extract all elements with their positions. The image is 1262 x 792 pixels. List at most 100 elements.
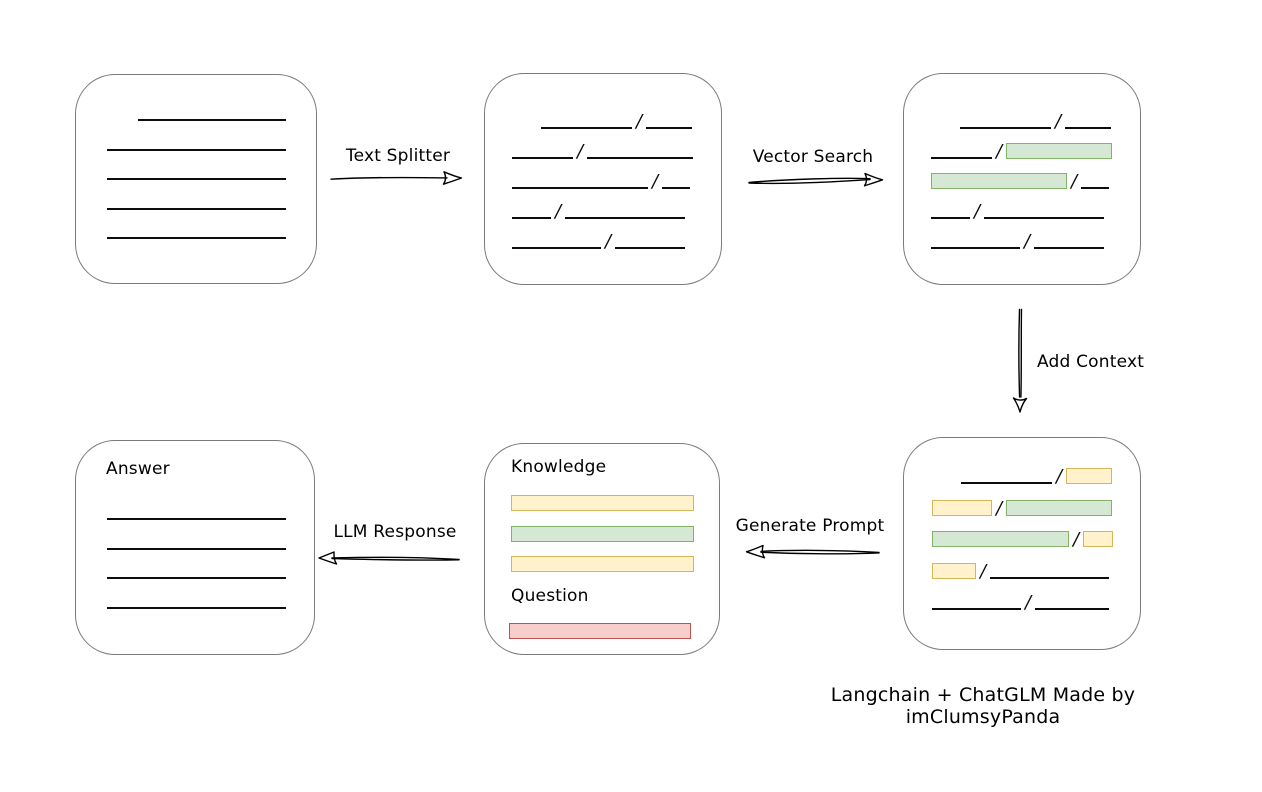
chunk-row: / <box>932 560 1140 582</box>
text-line <box>107 547 286 550</box>
chunk-row <box>107 207 316 210</box>
text-line <box>932 608 1021 610</box>
text-line <box>990 576 1110 579</box>
text-line <box>984 217 1105 219</box>
slash-separator: / <box>996 497 1003 519</box>
knowledge-bars <box>511 494 719 572</box>
slash-separator: / <box>577 141 584 162</box>
green-chunk <box>931 173 1067 189</box>
text-line <box>107 178 286 180</box>
llm-response-left-arrow-icon <box>318 551 460 565</box>
context-chunk-lines: / / / / / <box>904 438 1140 613</box>
red-chunk <box>509 622 691 639</box>
vector-search-right-arrow-icon <box>748 172 884 187</box>
chunk-row <box>107 577 314 579</box>
slash-separator: / <box>636 111 643 132</box>
chunk-row <box>107 547 314 550</box>
text-line <box>662 187 691 189</box>
chunk-row: / <box>512 231 721 252</box>
vector-matches-box: ///// <box>903 73 1141 285</box>
document-lines <box>76 75 316 239</box>
text-line <box>1034 247 1105 249</box>
text-line <box>1065 127 1112 129</box>
slash-separator: / <box>996 141 1003 162</box>
text-line <box>512 187 648 189</box>
chunk-lines: / / / / / <box>485 74 721 252</box>
retrieved-chunk-lines: ///// <box>904 74 1140 252</box>
slash-separator: / <box>555 201 562 222</box>
answer-box: Answer <box>75 440 315 655</box>
yellow-chunk <box>1083 531 1114 547</box>
answer-lines <box>76 479 314 609</box>
yellow-chunk <box>932 562 976 579</box>
chunk-row: / <box>960 111 1140 132</box>
slash-separator: / <box>1055 111 1062 132</box>
slash-separator: / <box>1056 466 1063 487</box>
text-line <box>565 217 686 219</box>
text-line <box>1035 608 1110 610</box>
green-chunk <box>511 525 694 542</box>
chunk-row <box>138 119 316 121</box>
text-line <box>960 127 1051 129</box>
text-line <box>107 148 286 151</box>
yellow-chunk <box>1066 468 1113 484</box>
text-line <box>931 247 1020 249</box>
text-line <box>961 482 1052 484</box>
slash-separator: / <box>1073 529 1080 550</box>
chunk-row: / <box>541 111 721 132</box>
source-document-box <box>75 74 317 284</box>
chunk-row: / <box>512 141 721 162</box>
text-line <box>138 119 286 121</box>
text-line <box>512 217 551 219</box>
green-chunk <box>1006 499 1113 516</box>
slash-separator: / <box>652 171 659 192</box>
split-chunks-box: / / / / / <box>484 73 722 285</box>
chunk-row: / <box>932 497 1140 519</box>
text-line <box>107 518 286 520</box>
chunk-row: / <box>512 171 721 192</box>
vector-search-label: Vector Search <box>752 147 874 167</box>
slash-separator: / <box>1071 171 1078 192</box>
text-line <box>587 157 694 159</box>
slash-separator: / <box>1025 592 1032 613</box>
generate-prompt-label: Generate Prompt <box>735 516 885 536</box>
chunk-row: / <box>932 592 1140 613</box>
slash-separator: / <box>1024 231 1031 252</box>
chunk-row: / <box>961 466 1140 487</box>
text-line <box>512 157 573 159</box>
slash-separator: / <box>980 560 987 582</box>
chunk-row <box>511 555 719 572</box>
chunk-row: / <box>932 529 1140 550</box>
knowledge-label: Knowledge <box>511 457 607 477</box>
text-line <box>512 247 601 249</box>
chunk-row <box>107 606 314 609</box>
green-chunk <box>932 531 1069 547</box>
chunk-row <box>107 148 316 151</box>
add-context-down-arrow-icon <box>1012 308 1028 413</box>
text-line <box>1081 187 1110 189</box>
chunk-row: / <box>931 171 1140 192</box>
prompt-box: Knowledge Question <box>484 443 720 655</box>
text-line <box>931 157 992 159</box>
text-line <box>107 207 286 210</box>
chunk-row: / <box>931 141 1140 162</box>
text-line <box>931 217 970 219</box>
question-label: Question <box>511 585 589 606</box>
text-splitter-right-arrow-icon <box>330 171 463 185</box>
answer-label: Answer <box>106 459 170 479</box>
context-chunks-box: / / / / / <box>903 437 1141 650</box>
chunk-row <box>511 494 719 511</box>
chunk-row <box>509 622 719 639</box>
generate-prompt-left-arrow-icon <box>745 544 880 559</box>
chunk-row: / <box>931 231 1140 252</box>
text-line <box>541 127 632 129</box>
text-line <box>107 577 286 579</box>
llm-response-label: LLM Response <box>333 522 457 542</box>
text-splitter-label: Text Splitter <box>345 146 451 166</box>
yellow-chunk <box>511 495 694 511</box>
text-line <box>646 127 693 129</box>
slash-separator: / <box>605 231 612 252</box>
yellow-chunk <box>932 499 992 516</box>
chunk-row <box>511 525 719 542</box>
